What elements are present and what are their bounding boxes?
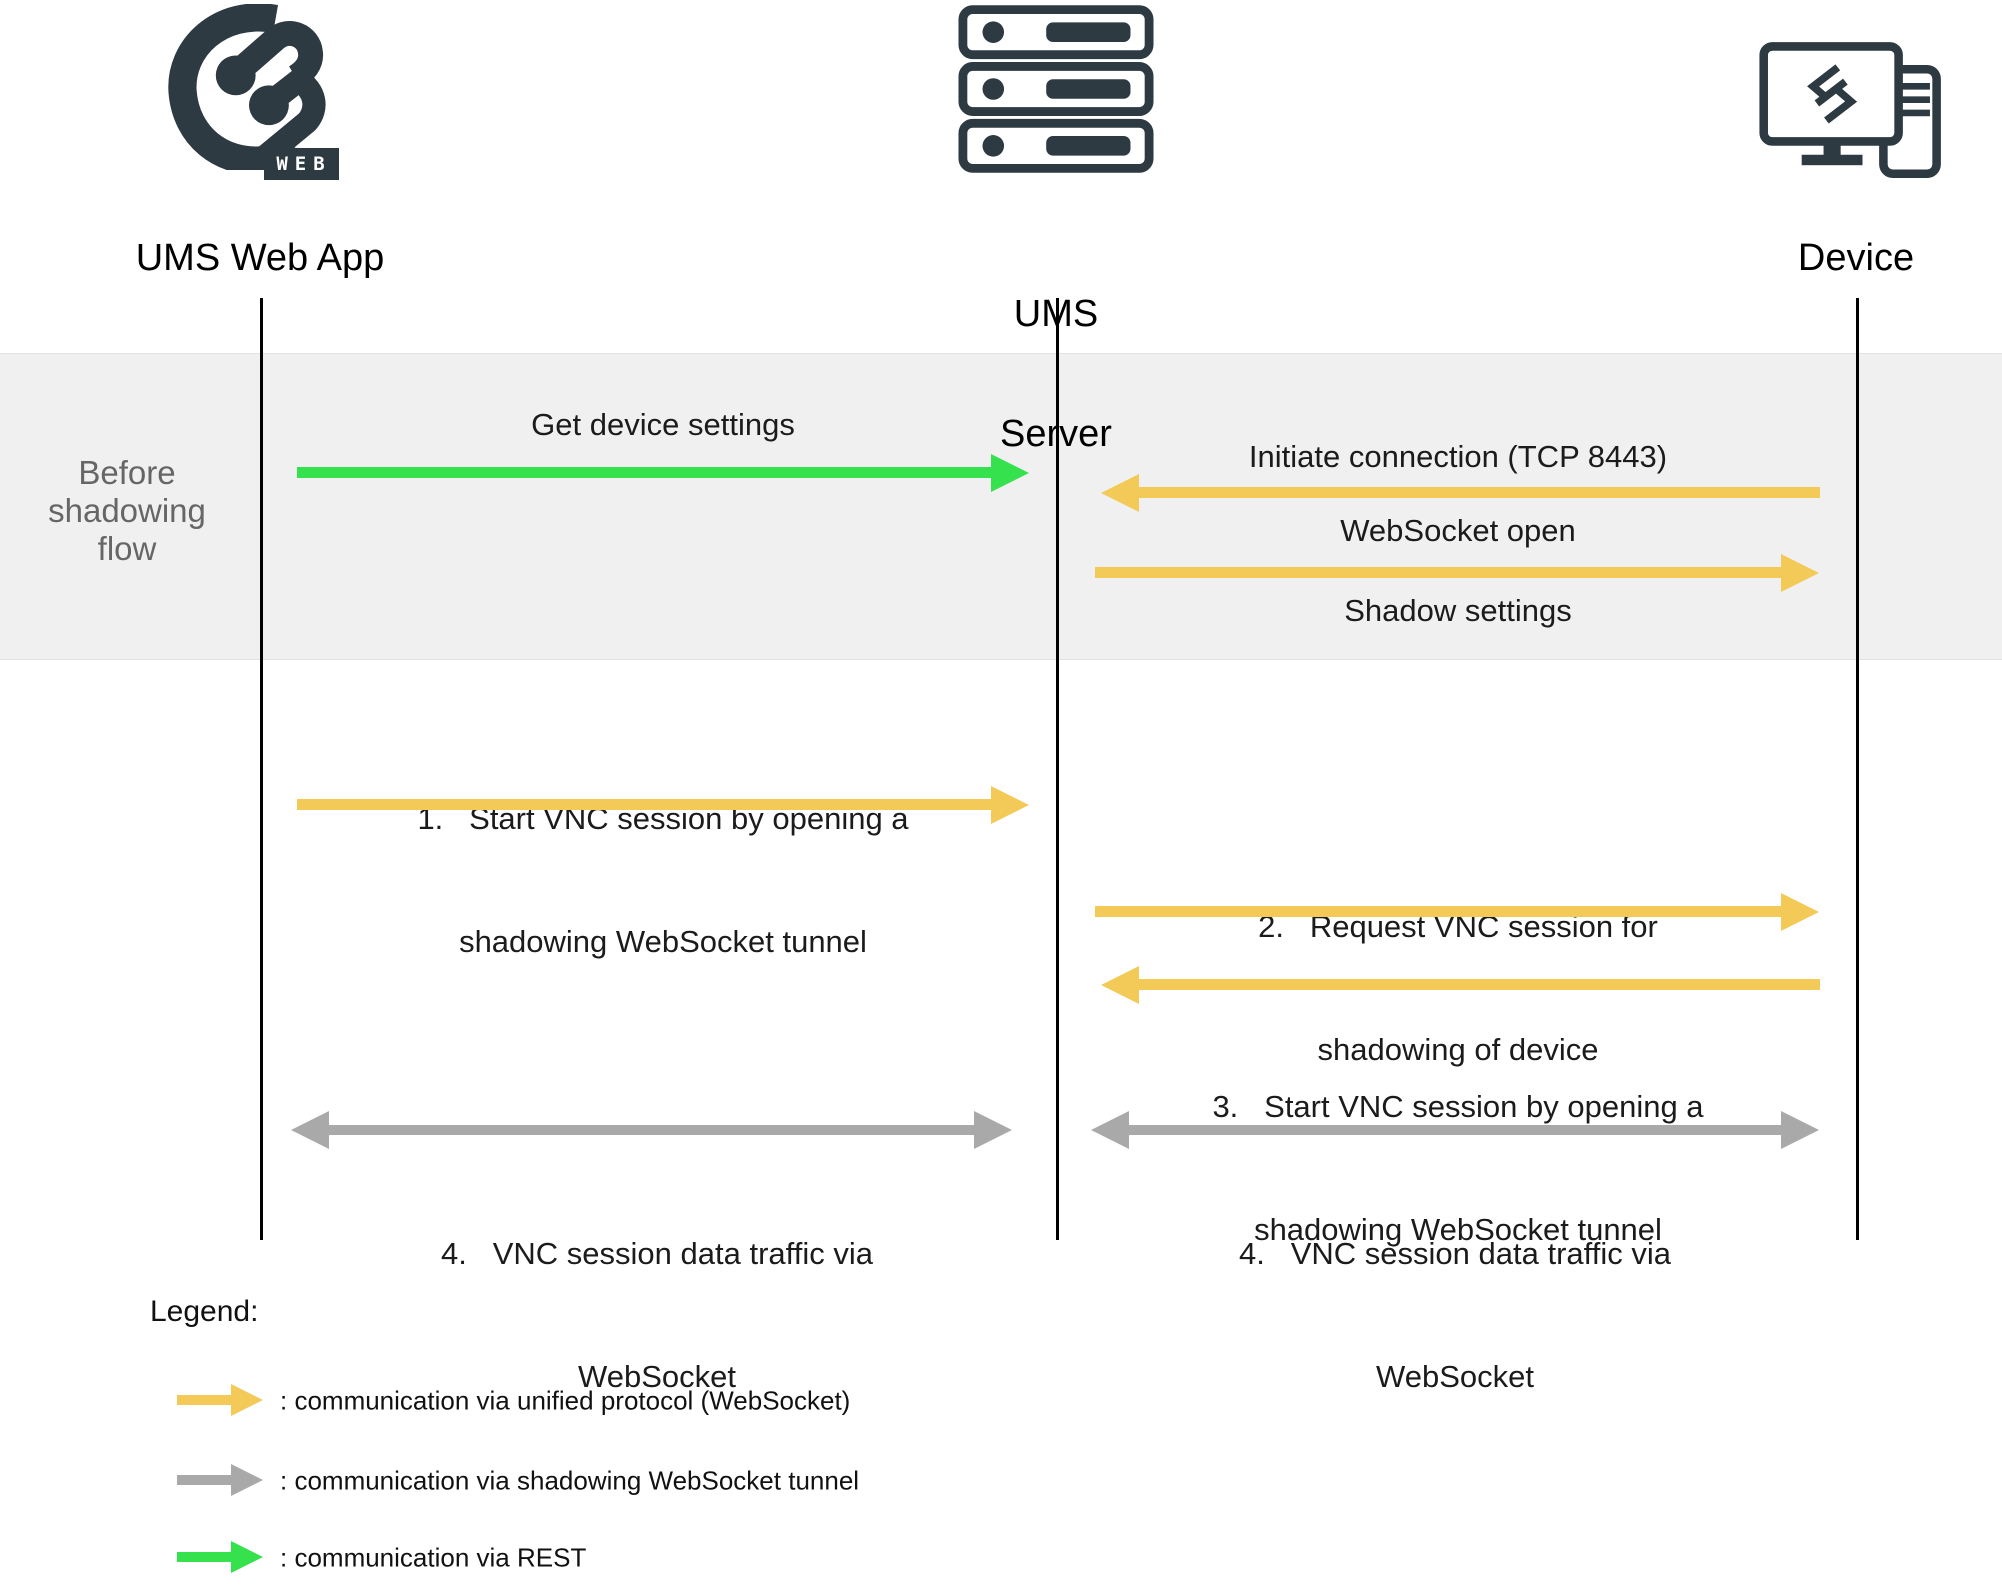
message-step4-right-line2: WebSocket [1376,1359,1534,1394]
legend-title: Legend: [150,1295,259,1328]
web-badge: WEB [264,148,339,180]
legend-arrow-unified-protocol [177,1395,232,1405]
igel-web-logo-icon [166,4,332,170]
message-step3: 3. Start VNC session by opening a shadow… [1212,1004,1703,1332]
message-step4-right-line1: 4. VNC session data traffic via [1239,1236,1671,1271]
actor-label-ums-server: UMS Server [1000,214,1112,534]
actor-label-ums-server-line1: UMS [1013,293,1099,335]
arrow-initiate-connection [1138,487,1820,498]
message-websocket-open: WebSocket open [1340,513,1576,548]
arrow-step3 [1138,979,1820,990]
message-step1: 1. Start VNC session by opening a shadow… [417,716,908,1044]
arrow-step1 [297,799,992,810]
message-step4-right: 4. VNC session data traffic via WebSocke… [1239,1151,1671,1479]
message-step1-line2: shadowing WebSocket tunnel [459,924,867,959]
lifeline-ums-server [1056,298,1059,1240]
message-step4-left-line1: 4. VNC session data traffic via [441,1236,873,1271]
band-label: Before shadowing flow [48,454,206,567]
message-step3-line2: shadowing WebSocket tunnel [1254,1212,1662,1247]
message-get-device-settings: Get device settings [531,407,795,442]
before-shadowing-band [0,353,2002,660]
legend-label-shadowing-tunnel: : communication via shadowing WebSocket … [280,1465,860,1496]
message-step2-line2: shadowing of device [1317,1032,1599,1067]
message-step4-left-line2: WebSocket [578,1359,736,1394]
actor-label-ums-web-app: UMS Web App [135,237,385,279]
message-shadow-settings: Shadow settings [1344,593,1572,628]
arrow-step4-right [1128,1125,1782,1135]
actor-label-ums-server-line2: Server [1000,413,1112,455]
legend-arrow-rest [177,1552,232,1562]
arrow-get-device-settings [297,467,992,478]
message-initiate-connection: Initiate connection (TCP 8443) [1248,439,1668,474]
arrow-step4-left [328,1125,975,1135]
arrow-step2 [1095,906,1782,917]
message-step3-line1: 3. Start VNC session by opening a [1212,1089,1704,1124]
server-stack-icon [958,4,1154,174]
lifeline-device [1856,298,1859,1240]
message-step4-left: 4. VNC session data traffic via WebSocke… [441,1151,873,1479]
legend-label-unified-protocol: : communication via unified protocol (We… [280,1385,851,1416]
legend-label-rest: : communication via REST [280,1542,587,1573]
actor-label-device: Device [1797,237,1915,279]
device-workstation-icon [1758,38,1948,186]
lifeline-ums-web-app [260,298,263,1240]
arrow-websocket-open [1095,567,1782,578]
legend-arrow-shadowing-tunnel [177,1475,232,1485]
